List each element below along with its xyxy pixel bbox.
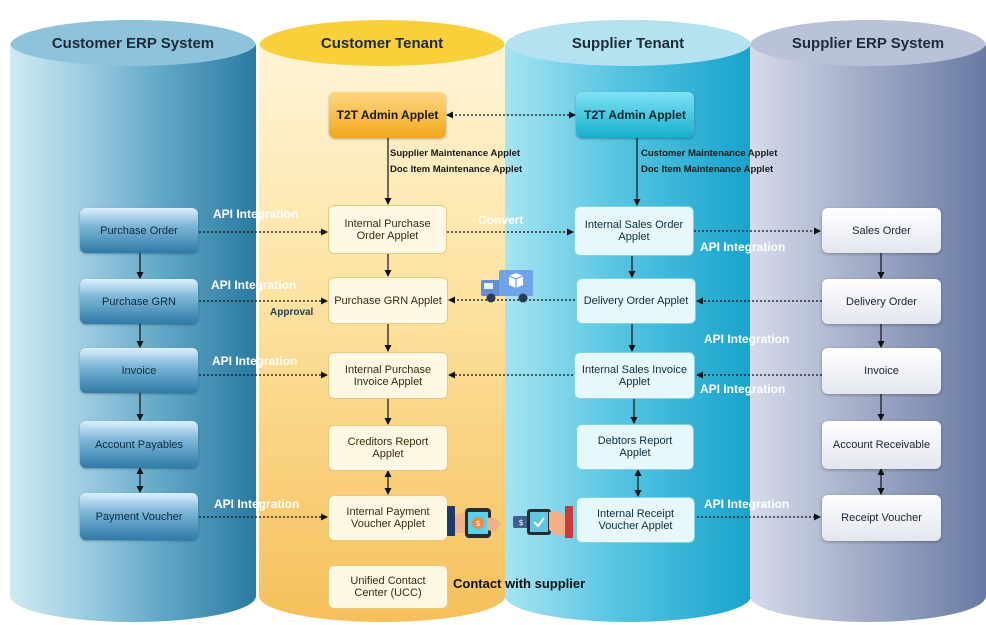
supplier-erp-header: Supplier ERP System: [750, 20, 986, 66]
api-integration-label-do: API Integration: [704, 332, 790, 346]
svg-text:$: $: [518, 518, 523, 527]
internal-payment-voucher-box[interactable]: Internal Payment Voucher Applet: [328, 495, 448, 541]
internal-sales-order-box[interactable]: Internal Sales Order Applet: [574, 206, 694, 256]
customer-tenant-header: Customer Tenant: [259, 20, 505, 66]
account-receivable-box[interactable]: Account Receivable: [822, 421, 941, 469]
creditors-report-box[interactable]: Creditors Report Applet: [328, 425, 448, 471]
purchase-order-box[interactable]: Purchase Order: [80, 208, 198, 253]
supplier-delivery-order-box[interactable]: Delivery Order: [822, 279, 941, 324]
internal-sales-invoice-box[interactable]: Internal Sales Invoice Applet: [574, 352, 695, 399]
receipt-voucher-box[interactable]: Receipt Voucher: [822, 495, 941, 541]
mobile-payment-icon: $: [447, 502, 505, 542]
api-integration-label-invoice: API Integration: [212, 354, 298, 368]
api-integration-label-sinvoice: API Integration: [700, 382, 786, 396]
cash-payment-icon: $: [513, 504, 573, 540]
supplier-tenant-header: Supplier Tenant: [505, 20, 751, 66]
internal-purchase-order-box[interactable]: Internal Purchase Order Applet: [328, 205, 447, 254]
api-integration-label-grn: API Integration: [211, 278, 297, 292]
delivery-truck-icon: [481, 268, 535, 304]
invoice-box[interactable]: Invoice: [80, 348, 198, 393]
payment-voucher-box[interactable]: Payment Voucher: [80, 493, 198, 540]
doc-item-maintenance-note: Doc Item Maintenance Applet: [390, 164, 523, 175]
api-integration-label-po: API Integration: [213, 207, 299, 221]
customer-erp-header: Customer ERP System: [10, 20, 256, 66]
supplier-t2t-admin-box[interactable]: T2T Admin Applet: [576, 92, 694, 138]
convert-label: Convert: [478, 213, 524, 227]
internal-receipt-voucher-box[interactable]: Internal Receipt Voucher Applet: [576, 497, 695, 543]
svg-text:$: $: [475, 519, 480, 528]
delivery-order-applet-box[interactable]: Delivery Order Applet: [576, 278, 696, 324]
supplier-invoice-box[interactable]: Invoice: [822, 348, 941, 394]
approval-label: Approval: [270, 307, 314, 318]
api-integration-label-so: API Integration: [700, 240, 786, 254]
customer-t2t-admin-box[interactable]: T2T Admin Applet: [329, 92, 446, 138]
sales-order-box[interactable]: Sales Order: [822, 208, 941, 253]
internal-purchase-invoice-box[interactable]: Internal Purchase Invoice Applet: [328, 352, 448, 399]
api-integration-label-rv: API Integration: [704, 497, 790, 511]
purchase-grn-box[interactable]: Purchase GRN: [80, 279, 198, 324]
ucc-box[interactable]: Unified Contact Center (UCC): [328, 565, 448, 609]
supplier-maintenance-note: Supplier Maintenance Applet: [390, 148, 521, 159]
api-integration-label-pv: API Integration: [214, 497, 300, 511]
contact-with-supplier-label: Contact with supplier: [453, 576, 586, 591]
purchase-grn-applet-box[interactable]: Purchase GRN Applet: [328, 277, 448, 324]
debtors-report-box[interactable]: Debtors Report Applet: [576, 424, 694, 470]
account-payables-box[interactable]: Account Payables: [80, 421, 198, 468]
supplier-doc-item-maintenance-note: Doc Item Maintenance Applet: [641, 164, 774, 175]
customer-maintenance-note: Customer Maintenance Applet: [641, 148, 778, 159]
